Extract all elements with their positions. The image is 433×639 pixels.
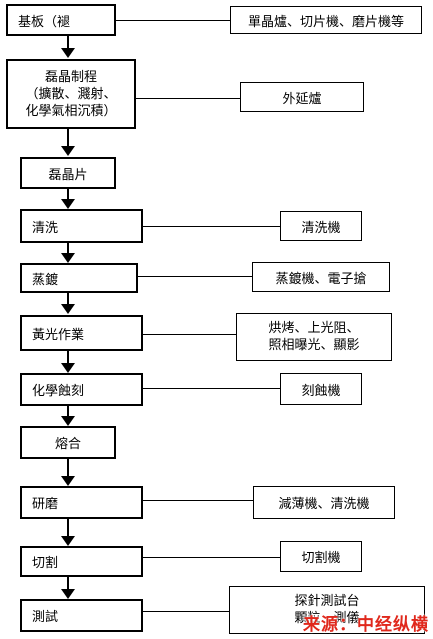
step-label: （擴散、濺射、 (25, 86, 117, 102)
connector-line (116, 98, 240, 99)
arrow-down-icon (61, 304, 75, 314)
watermark: 来源：中经纵横 (303, 615, 429, 635)
connector-line (116, 20, 230, 21)
connector-line (67, 242, 69, 254)
equipment-label: 蒸鍍機、電子搶 (275, 271, 367, 287)
connector-line (143, 226, 280, 227)
step-label: 熔合 (54, 437, 81, 452)
step-substrate: 基板（褪 (6, 4, 116, 36)
step-label: 黃光作業 (32, 327, 85, 343)
step-label: 化學氣相沉積） (25, 103, 117, 119)
step-evaporation: 蒸鍍 (20, 263, 138, 293)
connector-line (67, 458, 69, 477)
connector-line (143, 611, 229, 612)
connector-line (67, 350, 69, 364)
arrow-down-icon (61, 199, 75, 209)
step-label: 蒸鍍 (32, 272, 59, 288)
connector-line (143, 388, 280, 389)
equipment-grinding: 減薄機、清洗機 (253, 486, 395, 519)
equipment-cleaning: 清洗機 (280, 211, 362, 241)
step-lithography: 黃光作業 (20, 315, 143, 351)
connector-line (138, 276, 252, 277)
arrow-down-icon (61, 253, 75, 263)
arrow-down-icon (61, 589, 75, 599)
step-etching: 化學蝕刻 (20, 373, 143, 406)
step-grinding: 研磨 (20, 486, 143, 519)
step-label: 研磨 (32, 497, 59, 512)
arrow-down-icon (61, 536, 75, 546)
equipment-evaporation: 蒸鍍機、電子搶 (252, 262, 390, 292)
arrow-down-icon (61, 476, 75, 486)
equipment-label: 切割機 (301, 551, 341, 566)
connector-line (67, 188, 69, 200)
equipment-label: 顆粒 測儀 (294, 611, 360, 626)
connector-line (67, 576, 69, 590)
connector-line (67, 518, 69, 537)
step-label: 切割 (32, 556, 59, 571)
step-label: 測試 (32, 610, 59, 625)
step-epitaxy: 磊晶制程 （擴散、濺射、 化學氣相沉積） (6, 59, 136, 129)
step-cleaning: 清洗 (20, 209, 143, 243)
equipment-label: 外延爐 (282, 91, 322, 107)
equipment-label: 探針測試台 (294, 594, 360, 609)
connector-line (143, 334, 236, 335)
equipment-lithography: 烘烤、上光阻、 照相曝光、顯影 (236, 313, 392, 361)
arrow-down-icon (61, 48, 75, 58)
equipment-etching: 刻蝕機 (280, 373, 362, 405)
step-epi-wafer: 磊晶片 (20, 157, 116, 189)
equipment-label: 單晶爐、切片機、磨片機等 (247, 14, 404, 30)
equipment-label: 刻蝕機 (301, 383, 341, 399)
connector-line (67, 35, 69, 49)
equipment-label: 清洗機 (301, 220, 341, 236)
connector-line (67, 128, 69, 147)
equipment-substrate: 單晶爐、切片機、磨片機等 (230, 6, 422, 34)
arrow-down-icon (61, 146, 75, 156)
step-fusion: 熔合 (20, 426, 116, 459)
step-testing: 測試 (20, 599, 143, 632)
equipment-cutting: 切割機 (280, 541, 362, 572)
step-cutting: 切割 (20, 546, 143, 577)
step-label: 化學蝕刻 (32, 384, 85, 399)
step-label: 基板（褪 (18, 14, 71, 30)
equipment-label: 照相曝光、顯影 (268, 338, 360, 353)
step-label: 清洗 (32, 220, 59, 236)
arrow-down-icon (61, 416, 75, 426)
equipment-label: 減薄機、清洗機 (278, 497, 370, 512)
arrow-down-icon (61, 363, 75, 373)
step-label: 磊晶片 (48, 167, 88, 183)
connector-line (67, 405, 69, 417)
connector-line (143, 557, 280, 558)
connector-line (67, 292, 69, 305)
equipment-label: 烘烤、上光阻、 (268, 321, 360, 336)
equipment-epitaxy: 外延爐 (240, 82, 364, 112)
connector-line (143, 500, 253, 501)
equipment-testing: 探針測試台 顆粒 測儀 (229, 586, 425, 634)
step-label: 磊晶制程 (44, 69, 97, 85)
